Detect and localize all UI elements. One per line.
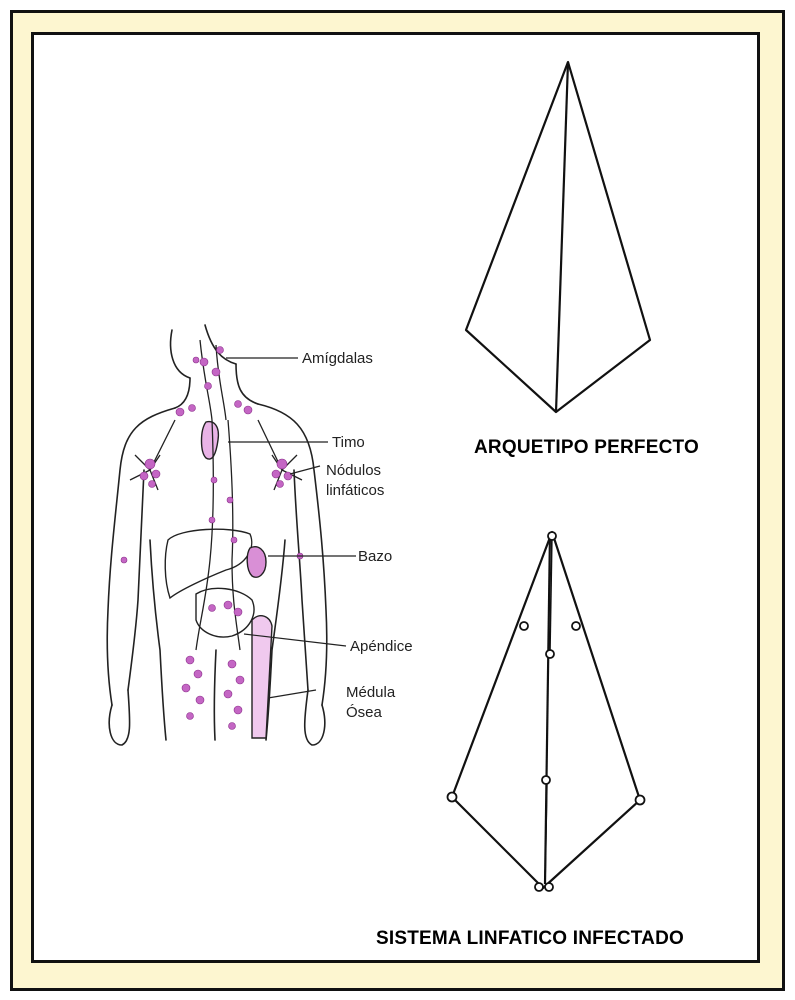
liver xyxy=(165,529,252,598)
label-apendice: Apéndice xyxy=(350,637,413,656)
label-bazo: Bazo xyxy=(358,547,392,566)
sistema-infectado-diagram xyxy=(452,532,640,888)
label-medula-line2: Ósea xyxy=(346,703,382,722)
label-timo: Timo xyxy=(332,433,365,452)
thymus xyxy=(202,422,219,459)
label-amigdalas: Amígdalas xyxy=(302,349,373,368)
spleen xyxy=(247,547,266,577)
organs xyxy=(165,422,272,738)
arquetipo-perfecto-diagram xyxy=(466,62,650,412)
label-nodulos-line2: linfáticos xyxy=(326,481,384,500)
caption-sistema-linfatico-infectado: SISTEMA LINFATICO INFECTADO xyxy=(376,928,684,950)
label-nodulos-line1: Nódulos xyxy=(326,461,381,480)
perfect-kite-axis xyxy=(556,62,568,412)
label-medula-line1: Médula xyxy=(346,683,395,702)
femur-bone xyxy=(252,616,272,738)
caption-arquetipo-perfecto: ARQUETIPO PERFECTO xyxy=(474,437,699,459)
